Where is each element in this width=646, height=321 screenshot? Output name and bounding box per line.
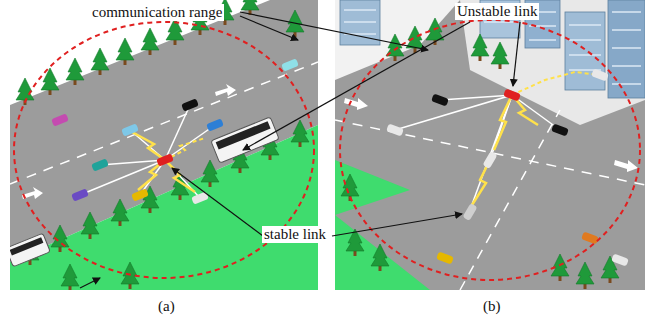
car — [551, 124, 569, 137]
road — [335, 0, 645, 290]
communication-range — [340, 20, 640, 280]
tree — [471, 34, 489, 61]
link — [512, 95, 560, 130]
tree — [371, 244, 389, 271]
car — [463, 203, 478, 221]
lightning — [132, 132, 165, 160]
tree — [111, 199, 129, 226]
tree — [61, 264, 79, 290]
car — [91, 158, 109, 171]
link — [165, 160, 200, 198]
lightning — [165, 160, 195, 192]
building — [340, 0, 380, 45]
panel-b — [335, 0, 645, 290]
grass — [335, 160, 410, 215]
lane-marking — [335, 120, 645, 185]
bus — [10, 233, 50, 267]
leader-line — [80, 278, 100, 288]
tree — [51, 225, 69, 252]
leader-line — [243, 22, 470, 150]
panel-label: (b) — [481, 298, 503, 315]
tree — [201, 160, 219, 187]
car — [71, 188, 89, 201]
tree-row — [16, 0, 309, 290]
tree — [576, 262, 594, 289]
leader-line — [332, 214, 462, 236]
car — [386, 124, 404, 137]
tree — [81, 212, 99, 239]
lightning — [494, 95, 512, 150]
tree — [66, 58, 84, 85]
car — [503, 89, 521, 102]
direction-arrow — [614, 160, 638, 172]
leader-line — [513, 22, 520, 86]
links — [395, 95, 560, 210]
grass — [10, 125, 318, 290]
link — [130, 130, 165, 160]
car — [206, 118, 224, 131]
car — [281, 58, 299, 71]
grass — [335, 215, 430, 290]
range-label: communication range — [90, 4, 224, 21]
car — [436, 252, 454, 265]
leader-line — [240, 16, 298, 40]
panel-a — [10, 0, 318, 290]
link-label: stable link — [262, 226, 328, 243]
links — [80, 105, 215, 198]
background — [10, 0, 318, 290]
tree — [91, 48, 109, 75]
tree — [291, 120, 309, 147]
link — [395, 95, 512, 130]
car — [156, 153, 174, 166]
car — [131, 188, 149, 201]
cars — [51, 58, 299, 204]
car — [431, 94, 449, 107]
link — [165, 125, 215, 160]
panel-label: (a) — [156, 298, 177, 315]
lane-marking — [10, 62, 318, 184]
tree — [116, 38, 134, 65]
building — [608, 0, 645, 98]
leader-lines — [80, 12, 520, 288]
direction-arrow — [215, 84, 236, 96]
car — [591, 69, 609, 82]
leader-line — [172, 168, 263, 236]
link — [490, 95, 512, 160]
car — [51, 113, 69, 126]
car — [121, 123, 139, 136]
buildings — [340, 0, 645, 98]
lane-marking — [460, 110, 560, 290]
tree — [141, 28, 159, 55]
direction-arrow — [344, 98, 368, 110]
link-label: Unstable link — [455, 3, 539, 20]
car — [483, 151, 498, 169]
car — [611, 254, 629, 267]
tree — [491, 42, 509, 69]
cars — [386, 69, 629, 267]
leader-line — [240, 12, 428, 50]
sidewalk — [335, 0, 460, 80]
tree — [386, 34, 404, 61]
car — [581, 232, 599, 245]
link — [470, 95, 512, 210]
unstable-link — [512, 72, 600, 95]
car — [181, 98, 199, 111]
